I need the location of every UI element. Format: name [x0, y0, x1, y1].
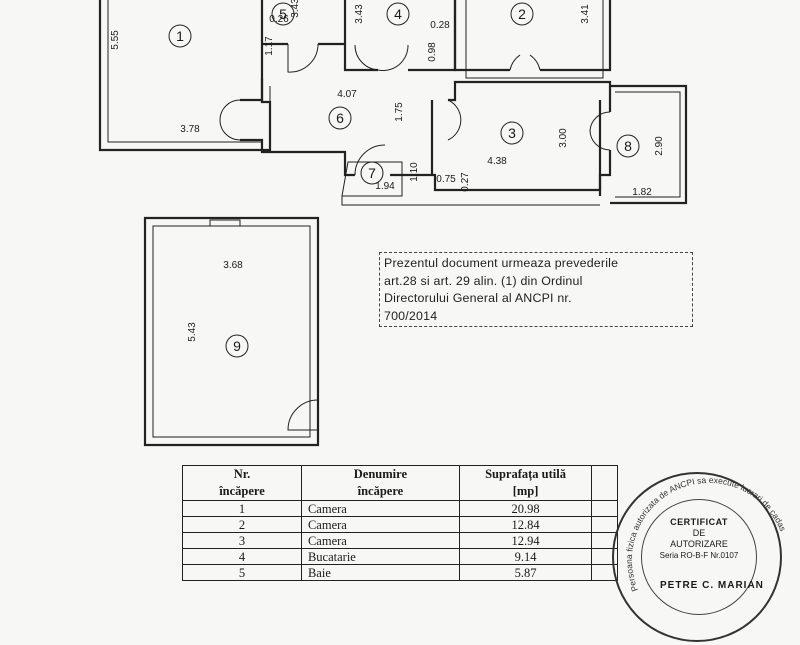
dimension-label: 3.00 [558, 128, 569, 148]
dimension-label: 3.43 [290, 0, 301, 18]
legal-note-line: Prezentul document urmeaza prevederile [384, 256, 619, 270]
dimension-label: 2.90 [654, 136, 665, 156]
dimension-label: 0.75 [436, 174, 456, 185]
room-number: 1 [176, 28, 184, 44]
room-7-marker [360, 161, 384, 185]
stamp-ring-text: Persoana fizica autorizata de ANCPI sa e… [620, 470, 788, 593]
stamp-line: AUTORIZARE [670, 539, 728, 549]
room-6-marker [328, 106, 352, 130]
room-number: 8 [624, 138, 632, 154]
room-number: 7 [368, 165, 376, 181]
stamp-line: CERTIFICAT [670, 517, 728, 527]
room-8-walls [610, 84, 688, 205]
door-arc [354, 144, 386, 176]
dimension-label: 1.94 [375, 181, 395, 192]
door-arc [287, 399, 319, 431]
dimension-label: 3.68 [223, 260, 243, 271]
stamp-ring: Persoana fizica autorizata de ANCPI sa e… [620, 470, 788, 593]
table-row: 4 Bucatarie 9.14 [182, 548, 618, 565]
room-2-marker [510, 2, 534, 26]
legal-note: Prezentul document urmeaza prevederile a… [379, 252, 693, 327]
room-1-marker [168, 24, 192, 48]
room-number: 6 [336, 110, 344, 126]
dimension-label: 0.28 [430, 20, 450, 31]
dimension-label: 1.82 [632, 187, 652, 198]
header-area: Suprafața utilă [mp] [458, 465, 593, 501]
door-arc [287, 43, 319, 73]
stamp-line: Seria RO-B-F Nr.0107 [659, 551, 739, 560]
rooms-table: Nr. încăpere Denumire încăpere Suprafața… [182, 465, 618, 581]
header-name: Denumire încăpere [300, 465, 460, 501]
room-4-marker [386, 2, 410, 26]
room-3-marker [500, 121, 524, 145]
door-arc [589, 111, 611, 151]
dimension-label: 3.78 [180, 124, 200, 135]
header-extra [591, 465, 618, 501]
dimension-label: 0.98 [427, 42, 438, 62]
room-9-walls [143, 216, 320, 447]
dimension-label: 3.41 [580, 4, 591, 24]
room-9-marker [225, 334, 249, 358]
dimension-label: 1.75 [394, 102, 405, 122]
floor-plan: 1 5.55 3.78 1.17 2 3.41 3 4.38 3.00 0.75 0.27 4 3.43… [98, 0, 688, 447]
door-arc [219, 99, 241, 141]
hall-6-walls [240, 78, 612, 192]
door-arc [354, 44, 409, 71]
table-row: 3 Camera 12.94 [182, 532, 618, 549]
room-number: 5 [279, 6, 287, 22]
table-row: 5 Baie 5.87 [182, 564, 618, 581]
dimension-label: 4.38 [487, 156, 507, 167]
room-7-walls [341, 196, 600, 206]
room-number: 2 [518, 6, 526, 22]
dimension-label: 1.17 [264, 36, 275, 56]
room-number: 9 [233, 338, 241, 354]
door-arc [447, 99, 462, 141]
table-row: 2 Camera 12.84 [182, 516, 618, 533]
room-number: 3 [508, 125, 516, 141]
room-3-walls [430, 100, 602, 196]
table-row: 1 Camera 20.98 [182, 500, 618, 517]
dimension-label: 1.10 [409, 162, 420, 182]
dimension-label: 0.26 [269, 14, 289, 25]
stamp-name: PETRE C. MARIAN [660, 580, 764, 591]
room-number: 4 [394, 6, 402, 22]
dimension-label: 4.07 [337, 89, 357, 100]
dimension-label: 3.43 [354, 4, 365, 24]
legal-note-line: Directorului General al ANCPI nr. [384, 291, 572, 305]
dimension-label: 0.27 [460, 172, 471, 192]
door-arc [509, 54, 541, 71]
room-5-marker [271, 2, 295, 26]
room-8-marker [616, 134, 640, 158]
stamp-line: DE [692, 528, 706, 538]
legal-note-line: 700/2014 [384, 308, 438, 323]
header-nr: Nr. încăpere [182, 465, 302, 501]
legal-note-line: art.28 si art. 29 alin. (1) din Ordinul [384, 273, 583, 288]
dimension-label: 5.43 [187, 322, 198, 342]
room-2-walls [453, 0, 612, 72]
table-header-row: Nr. încăpere Denumire încăpere Suprafața… [182, 465, 618, 501]
dimension-label: 5.55 [110, 30, 121, 50]
